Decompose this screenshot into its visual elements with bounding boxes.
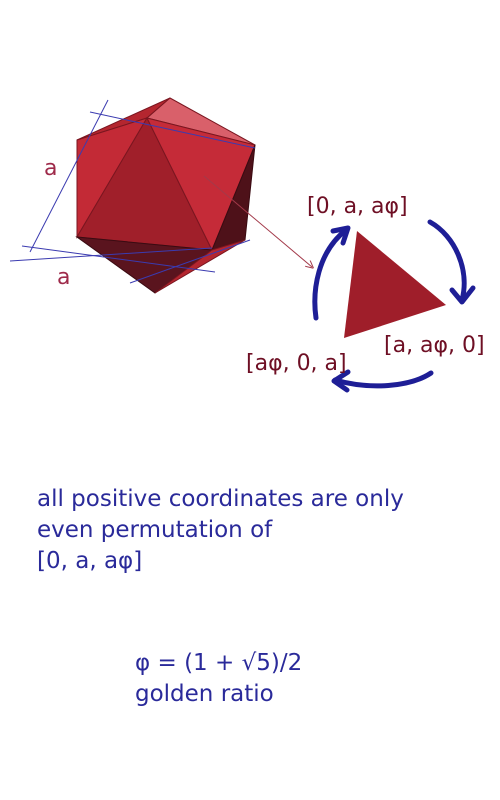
- icosa-face-bottom-right: [154, 239, 246, 294]
- rotation-arrows: [312, 219, 476, 393]
- formula-line: φ = (1 + √5)/2: [135, 650, 303, 676]
- note-line: even permutation of: [37, 517, 273, 543]
- highlighted-face: [344, 231, 446, 338]
- note-line: all positive coordinates are only: [37, 486, 404, 512]
- axis-lines: [9, 99, 256, 284]
- rotation-arrow-bottom-head: [331, 369, 351, 393]
- icosahedron: [75, 97, 256, 294]
- pointer-arrow: [203, 175, 312, 267]
- axis-line-bottom: [9, 247, 213, 262]
- vertex-label-left: [aφ, 0, a]: [246, 351, 347, 376]
- axis-line-diagonal: [21, 245, 216, 273]
- golden-ratio-formula: φ = (1 + √5)/2 golden ratio: [135, 648, 475, 710]
- rotation-arrow-bottom: [332, 370, 434, 389]
- axis-line-left: [29, 99, 109, 253]
- rotation-arrow-right: [427, 219, 467, 303]
- rotation-arrow-right-head: [449, 285, 476, 305]
- rotation-arrow-left-head: [330, 225, 351, 246]
- edge-label-left: a: [44, 156, 57, 181]
- permutation-note: all positive coordinates are only even p…: [37, 484, 477, 577]
- vertex-label-right: [a, aφ, 0]: [384, 333, 485, 358]
- axis-line-top: [89, 111, 256, 149]
- edge-label-bottom: a: [57, 265, 70, 290]
- vertex-label-top: [0, a, aφ]: [307, 194, 408, 219]
- rotation-arrow-left: [312, 227, 349, 321]
- note-line: [0, a, aφ]: [37, 548, 143, 574]
- axis-line-lower: [129, 239, 251, 284]
- formula-caption: golden ratio: [135, 681, 274, 707]
